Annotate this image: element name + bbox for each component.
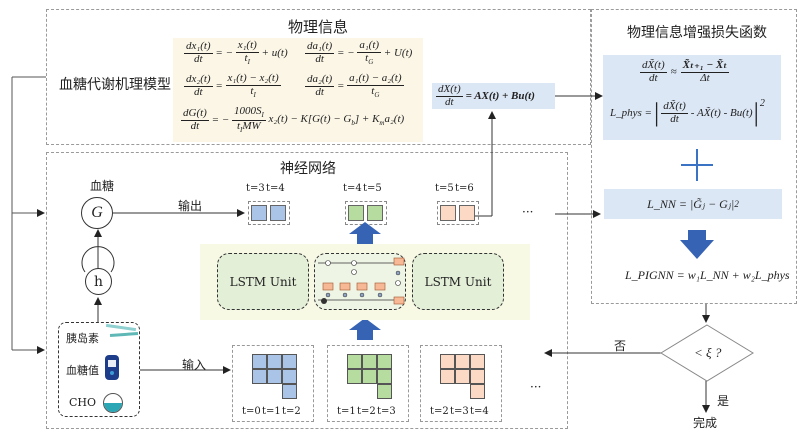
insulin-pen-icon (105, 323, 139, 338)
glucose-model-label: 血糖代谢机理模型 (59, 77, 171, 93)
neural-network-title: 神经网络 (280, 161, 336, 177)
loss-function-title: 物理信息增强损失函数 (627, 25, 767, 41)
output-cell (367, 205, 383, 221)
input-feature-cell (347, 354, 362, 369)
input-timestep-label: t=4 (470, 406, 489, 417)
input-feature-cell (440, 369, 455, 384)
input-feature-cell (377, 384, 392, 399)
combine-arrow-icon (680, 230, 714, 259)
physics-info-frame (46, 9, 591, 145)
yes-label: 是 (717, 394, 730, 408)
output-label: 输出 (178, 199, 203, 213)
output-timestep-label: t=3 (246, 183, 265, 194)
rice-bowl-icon (103, 393, 123, 413)
output-timestep-label: t=5 (363, 183, 382, 194)
glucose-value-label: 血糖值 (66, 364, 99, 377)
eq-da1: da₁(t)dt = − a₁(t)tG + U(t) (305, 39, 413, 66)
input-feature-cell (362, 354, 377, 369)
physics-info-title: 物理信息 (288, 18, 349, 36)
input-feature-cell (455, 369, 470, 384)
input-feature-cell (470, 369, 485, 384)
input-feature-cell (362, 369, 377, 384)
output-timestep-label: t=5 (435, 183, 454, 194)
input-feature-cell (470, 384, 485, 399)
no-label: 否 (614, 339, 627, 353)
pignn-loss-equation: L_PIGNN = w₁L_NN + w₂L_phys (625, 268, 790, 282)
input-feature-cell (377, 354, 392, 369)
lstm-unit-right: LSTM Unit (412, 253, 504, 310)
input-timestep-label: t=3 (377, 406, 396, 417)
input-ellipsis: ··· (530, 380, 542, 394)
convergence-decision (660, 324, 754, 382)
eq-da2: da₂(t)dt = a₁(t) − a₂(t)tG (305, 72, 404, 99)
output-ellipsis: ··· (522, 205, 534, 219)
physics-loss-box (603, 55, 781, 140)
hidden-state-node: h (85, 268, 112, 295)
state-space-equation: dX(t)dt = AX(t) + Bu(t) (432, 83, 555, 109)
input-feature-cell (377, 369, 392, 384)
output-cell (348, 205, 364, 221)
input-feature-cell (267, 369, 282, 384)
cho-label: CHO (69, 396, 97, 409)
input-window-group (232, 345, 314, 422)
input-window-group (327, 345, 409, 422)
physics-loss-equation: L_phys = | dX̃(t)dt - AX̃(t) - Bu(t) |2 (610, 98, 765, 127)
glucose-model-equations (173, 38, 423, 142)
input-timestep-label: t=2 (430, 406, 449, 417)
output-cell (270, 205, 286, 221)
input-feature-cell (470, 354, 485, 369)
done-label: 完成 (693, 416, 718, 430)
lstm-output-arrow-icon (349, 222, 381, 244)
output-window-group (248, 201, 290, 225)
input-feature-cell (440, 354, 455, 369)
output-cell (459, 205, 475, 221)
nn-loss-box: L_NN = |G̃ⱼ − Gⱼ|2 (604, 189, 782, 219)
output-cell (251, 205, 267, 221)
input-feature-cell (282, 369, 297, 384)
glucose-label: 血糖 (90, 179, 115, 193)
input-feature-cell (252, 369, 267, 384)
input-feature-cell (282, 354, 297, 369)
input-feature-cell (455, 354, 470, 369)
glucometer-icon (105, 355, 119, 380)
eq-dx2: dx₂(t)dt = x₁(t) − x₂(t)tI (184, 72, 281, 99)
input-feature-cell (267, 354, 282, 369)
inputs-group (58, 322, 140, 417)
output-timestep-label: t=6 (455, 183, 474, 194)
neural-network-frame (46, 152, 568, 429)
loss-function-frame (591, 9, 797, 304)
lstm-cell-internals (318, 257, 405, 305)
lstm-unit-left: LSTM Unit (217, 253, 309, 310)
input-timestep-label: t=2 (282, 406, 301, 417)
decision-condition: < ξ ? (694, 345, 722, 360)
input-label: 输入 (182, 358, 207, 372)
input-feature-cell (347, 369, 362, 384)
input-feature-cell (252, 354, 267, 369)
output-timestep-label: t=4 (266, 183, 285, 194)
input-timestep-label: t=1 (262, 406, 281, 417)
input-to-lstm-arrow-icon (349, 318, 381, 340)
eq-dx1: dx₁(t)dt = − x₁(t)tI + u(t) (184, 39, 288, 66)
input-window-group (420, 345, 502, 422)
output-cell (440, 205, 456, 221)
input-timestep-label: t=0 (242, 406, 261, 417)
output-window-group (437, 201, 479, 225)
output-timestep-label: t=4 (343, 183, 362, 194)
input-timestep-label: t=1 (337, 406, 356, 417)
input-timestep-label: t=3 (450, 406, 469, 417)
insulin-label: 胰岛素 (66, 332, 99, 345)
glucose-node: G (81, 197, 113, 229)
input-feature-cell (282, 384, 297, 399)
input-timestep-label: t=2 (357, 406, 376, 417)
plus-icon (681, 149, 713, 181)
